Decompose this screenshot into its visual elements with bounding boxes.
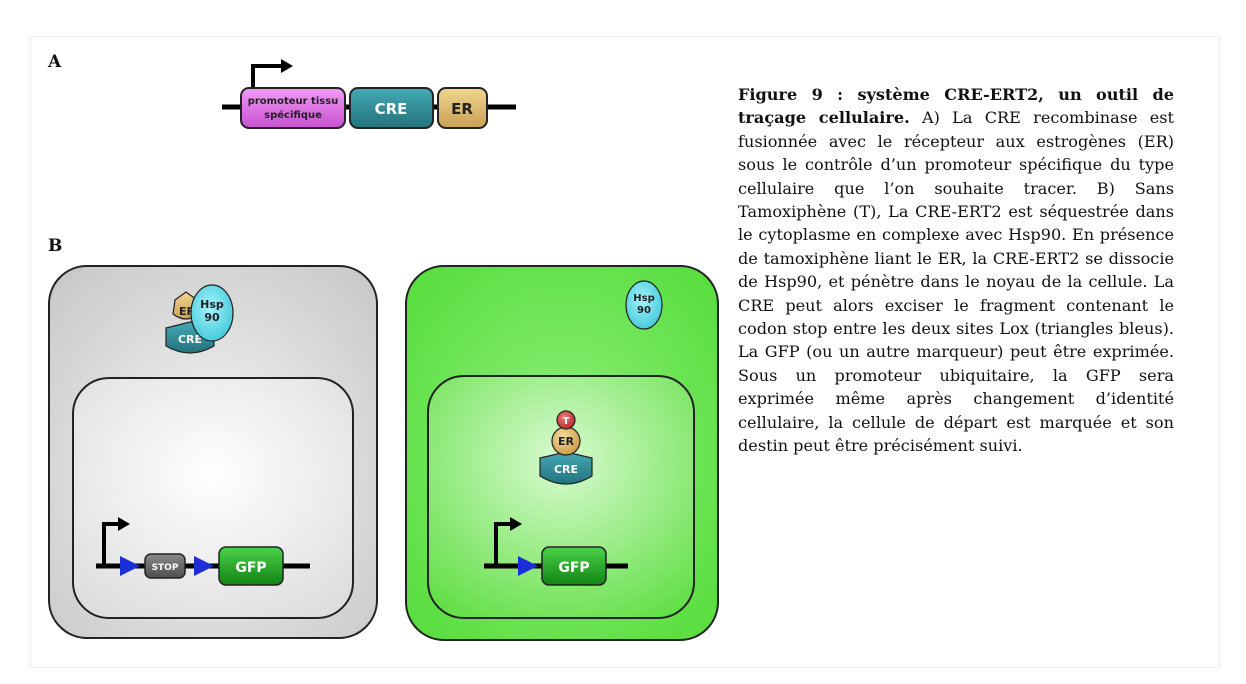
construct-a: promoteur tissu spécifique CRE ER xyxy=(222,59,516,129)
hsp90-left xyxy=(190,284,234,342)
promoter-arrowhead-left-icon xyxy=(118,517,130,531)
er-box xyxy=(437,87,488,129)
panel-a-label: A xyxy=(48,52,62,72)
cre-shape-right xyxy=(539,451,593,485)
hsp-label-left-2: 90 xyxy=(204,311,220,324)
promoter-arrow-left-icon xyxy=(102,522,119,566)
promoter-arrowhead-right-icon xyxy=(510,517,522,531)
promoter-box xyxy=(240,87,346,129)
cell-with-tamoxifen: Hsp 90 CRE ER T GFP xyxy=(405,265,719,641)
tamoxifen-label: T xyxy=(563,416,570,427)
cre-label: CRE xyxy=(375,100,408,118)
promoter-arrow-icon xyxy=(251,64,282,89)
lox-site-2-icon xyxy=(194,556,214,576)
stop-label: STOP xyxy=(152,563,179,573)
caption-title: Figure 9 : système CRE-ERT2, un outil de… xyxy=(738,85,1174,128)
gfp-box-left xyxy=(218,546,284,586)
cre-label-left: CRE xyxy=(178,333,202,346)
cell-without-tamoxifen: CRE ER Hsp 90 STOP GFP xyxy=(48,265,378,639)
gfp-label-left: GFP xyxy=(235,560,266,576)
cre-label-right: CRE xyxy=(554,463,578,476)
hsp-label-left-1: Hsp xyxy=(200,298,224,311)
hsp-label-right-2: 90 xyxy=(637,305,651,316)
er-label-right: ER xyxy=(558,435,575,448)
lox-site-1-icon xyxy=(120,556,140,576)
lox-site-remaining-icon xyxy=(518,556,538,576)
hsp-label-right-1: Hsp xyxy=(633,293,654,304)
panel-b-label: B xyxy=(48,236,63,256)
diagram-canvas: promoteur tissu spécifique CRE ER CRE ER… xyxy=(48,59,719,641)
tamoxifen-circle xyxy=(556,410,576,430)
gfp-box-right xyxy=(541,546,607,586)
promoter-arrowhead-icon xyxy=(281,59,293,73)
caption-body: A) La CRE recombinase est fusionnée avec… xyxy=(738,108,1175,456)
er-label: ER xyxy=(451,100,473,118)
promoter-arrow-right-icon xyxy=(494,522,511,566)
gfp-label-right: GFP xyxy=(558,560,589,576)
promoter-label-line1: promoteur tissu xyxy=(248,96,339,107)
promoter-label-line2: spécifique xyxy=(264,109,322,121)
hsp90-right xyxy=(625,280,663,330)
cre-box xyxy=(349,87,434,129)
figure-caption: Figure 9 : système CRE-ERT2, un outil de… xyxy=(738,83,1174,458)
stop-box xyxy=(144,553,186,579)
nucleus xyxy=(72,377,354,619)
